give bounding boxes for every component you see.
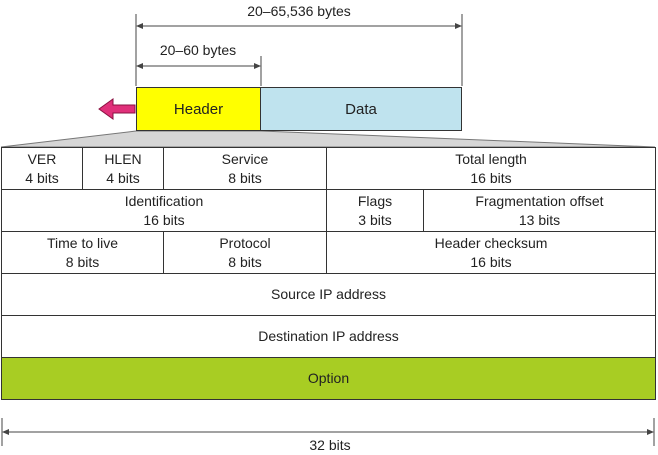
- total-arrowhead-right: [455, 23, 462, 29]
- table-row: Identification 16 bits Flags 3 bits Frag…: [1, 189, 657, 232]
- field-name: Total length: [455, 150, 527, 167]
- table-row: VER 4 bits HLEN 4 bits Service 8 bits To…: [1, 147, 657, 190]
- width-label: 32 bits: [309, 437, 351, 453]
- expansion-trapezoid: [0, 130, 656, 148]
- field-name: HLEN: [104, 150, 142, 167]
- width-arrowhead-left: [2, 429, 9, 435]
- field-name: Service: [221, 150, 269, 167]
- field-size: 4 bits: [25, 169, 59, 186]
- field-size: 4 bits: [106, 169, 140, 186]
- field-name: Protocol: [219, 234, 271, 251]
- field-identification: Identification 16 bits: [1, 189, 327, 232]
- field-size: 3 bits: [358, 211, 392, 228]
- field-name: Flags: [357, 192, 393, 209]
- field-size: 13 bits: [518, 211, 561, 228]
- field-size: 16 bits: [470, 169, 512, 186]
- header-arrowhead-right: [254, 63, 261, 69]
- field-size: 8 bits: [228, 169, 262, 186]
- field-name: Destination IP address: [258, 328, 399, 344]
- total-size-label: 20–65,536 bytes: [247, 3, 351, 19]
- field-size: 16 bits: [470, 253, 512, 270]
- field-destination-ip-address: Destination IP address: [0, 315, 657, 358]
- width-arrowhead-right: [647, 429, 654, 435]
- datagram-header-label: Header: [173, 100, 224, 118]
- field-ver: VER 4 bits: [1, 147, 83, 190]
- table-row: Destination IP address: [0, 315, 657, 358]
- field-header-checksum: Header checksum 16 bits: [325, 231, 657, 274]
- datagram-data-box: Data: [260, 87, 462, 131]
- field-total-length: Total length 16 bits: [325, 147, 657, 190]
- field-option: Option: [0, 357, 657, 400]
- field-name: Option: [307, 370, 350, 386]
- field-name: Source IP address: [271, 286, 386, 302]
- field-hlen: HLEN 4 bits: [82, 147, 164, 190]
- field-flags: Flags 3 bits: [326, 189, 424, 232]
- field-name: VER: [27, 150, 57, 167]
- field-size: 8 bits: [228, 253, 262, 270]
- datagram-data-label: Data: [345, 100, 377, 118]
- field-service: Service 8 bits: [163, 147, 327, 190]
- field-name: Fragmentation offset: [475, 192, 604, 209]
- datagram-header-box: Header: [136, 87, 261, 131]
- total-arrowhead-left: [136, 23, 143, 29]
- header-arrowhead-left: [136, 63, 143, 69]
- field-source-ip-address: Source IP address: [0, 273, 657, 316]
- field-name: Identification: [124, 192, 204, 209]
- table-row: Time to live 8 bits Protocol 8 bits Head…: [1, 231, 657, 274]
- field-size: 8 bits: [65, 253, 100, 270]
- field-fragmentation-offset: Fragmentation offset 13 bits: [422, 189, 657, 232]
- field-size: 16 bits: [143, 211, 185, 228]
- field-name: Time to live: [46, 234, 119, 251]
- field-protocol: Protocol 8 bits: [163, 231, 327, 274]
- header-size-label: 20–60 bytes: [159, 42, 237, 58]
- direction-arrow-icon: [98, 98, 136, 120]
- table-row: Option: [0, 357, 657, 400]
- ip-header-format-table: VER 4 bits HLEN 4 bits Service 8 bits To…: [0, 147, 657, 400]
- field-name: Header checksum: [434, 234, 548, 251]
- table-row: Source IP address: [0, 273, 657, 316]
- field-time-to-live: Time to live 8 bits: [1, 231, 164, 274]
